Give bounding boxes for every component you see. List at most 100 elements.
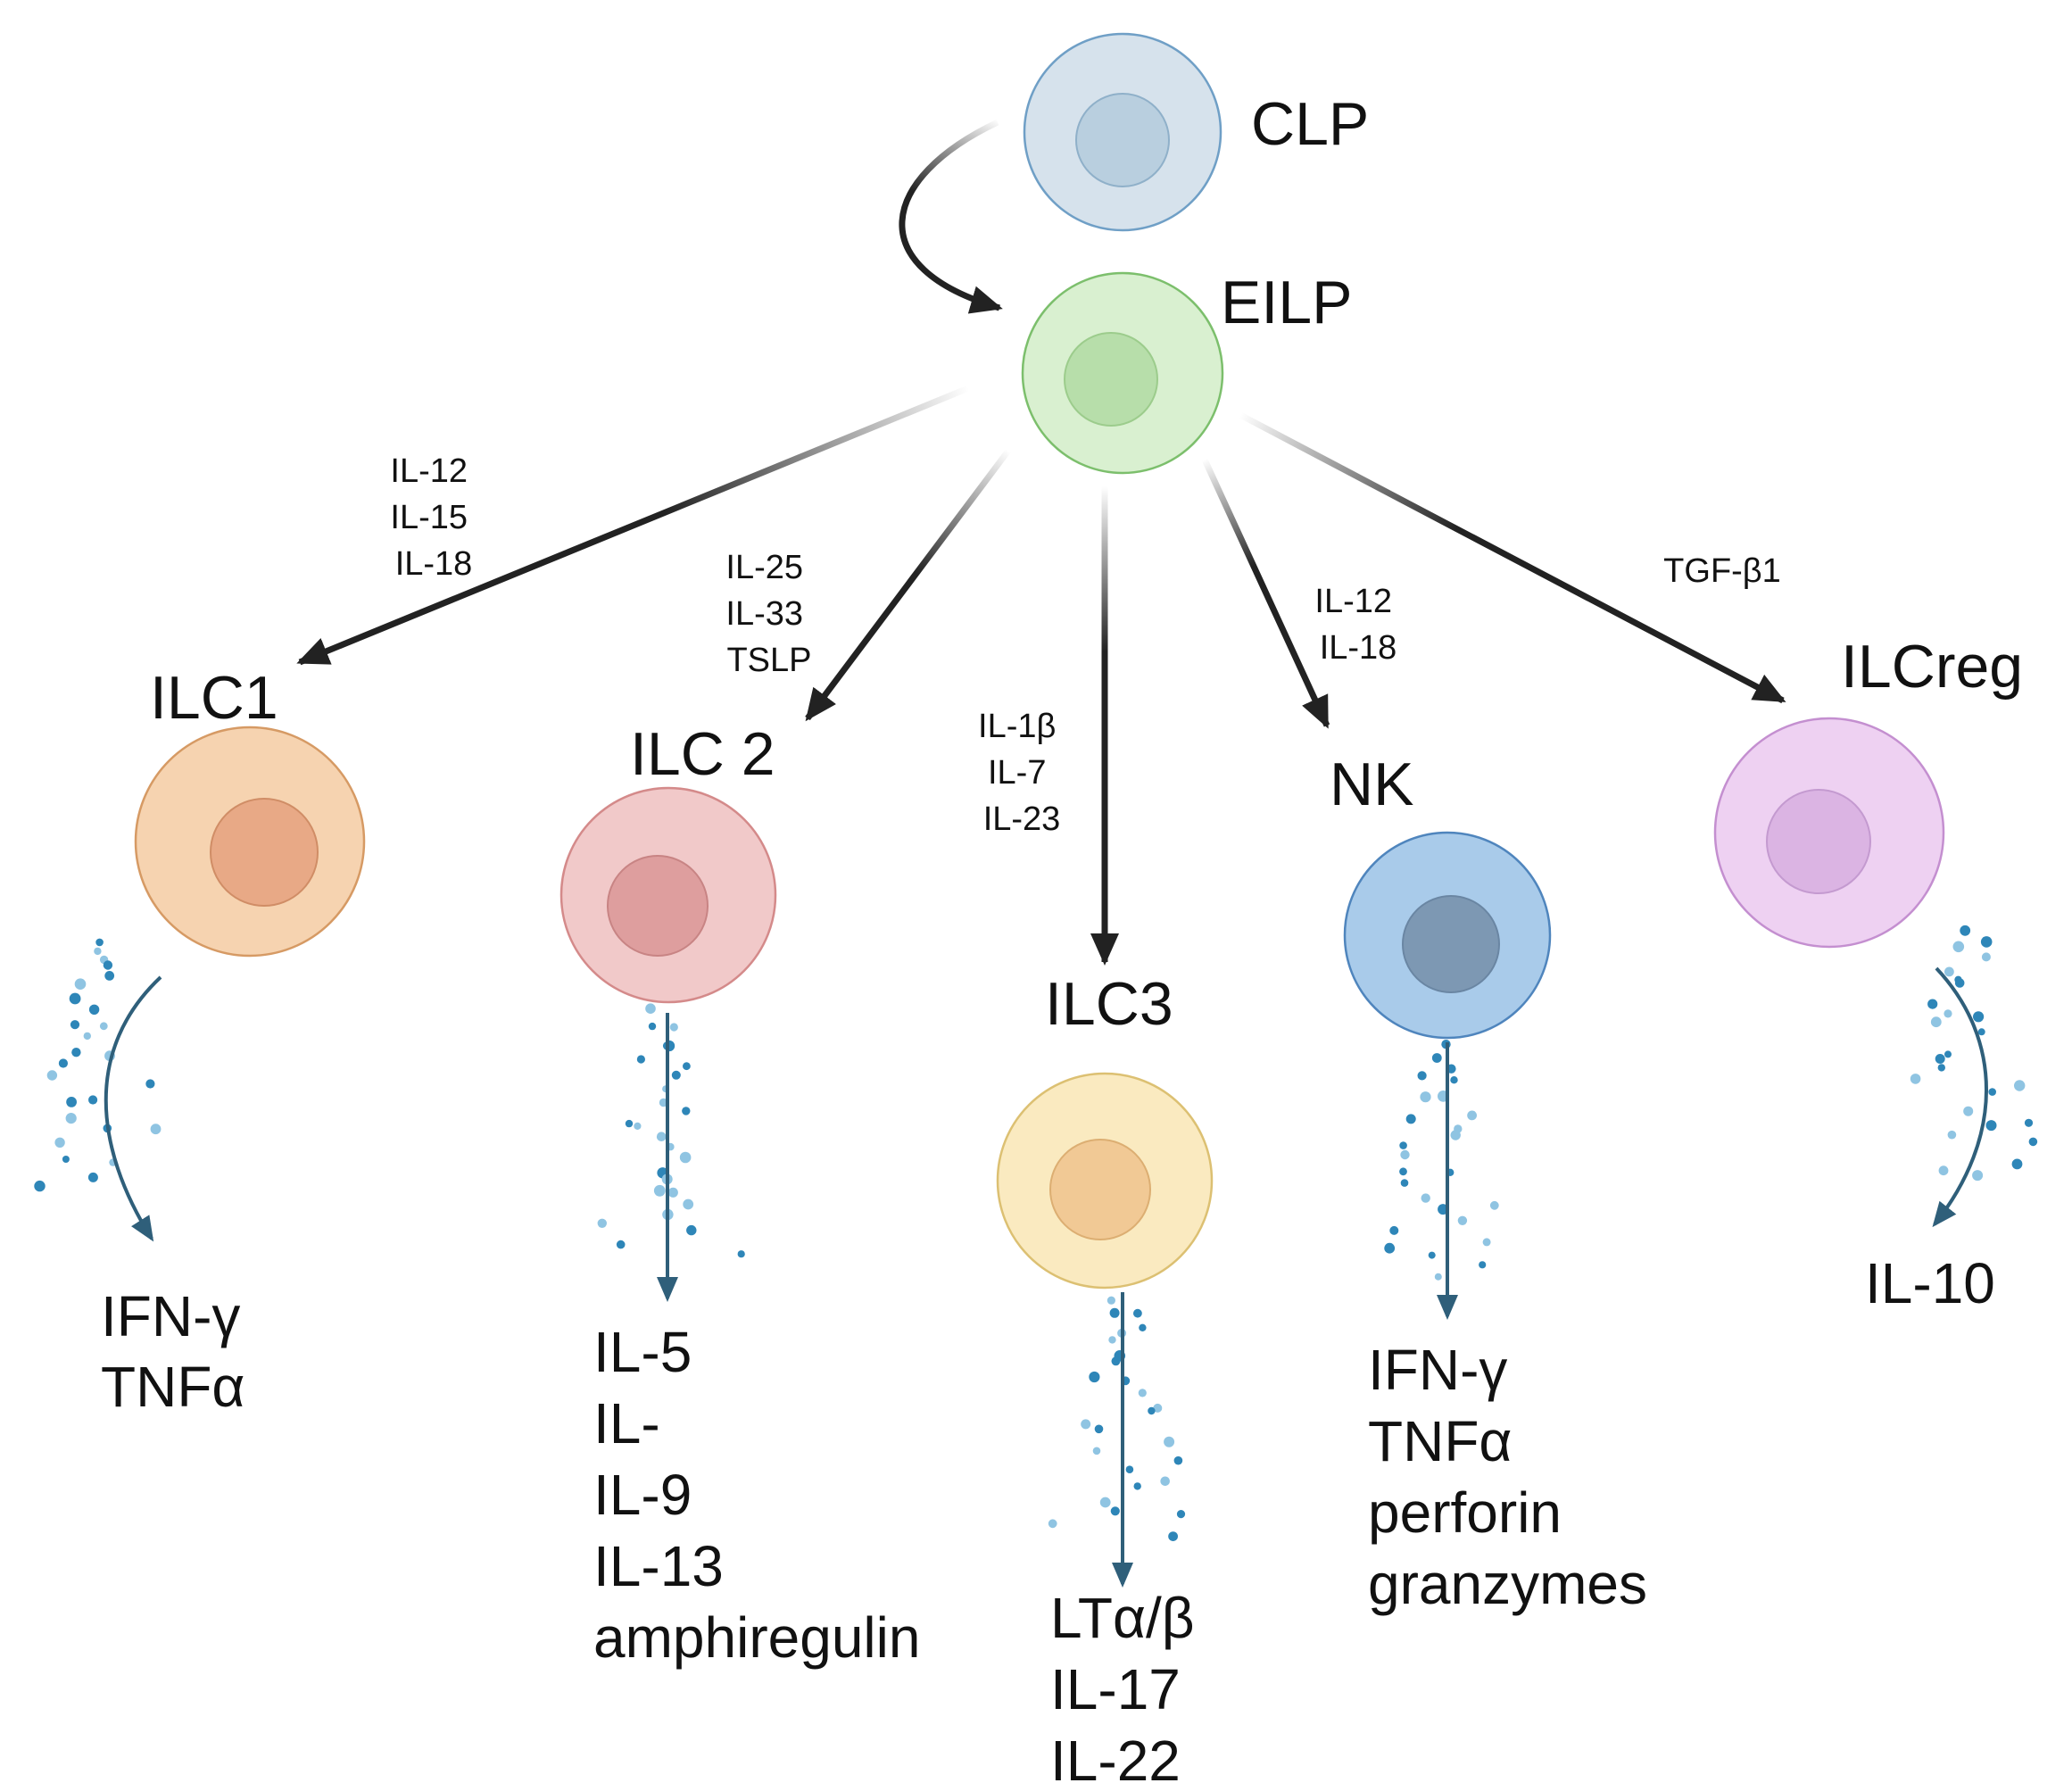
secretion-arrow-ilcreg [1932,966,1988,1228]
secretion-dot [1944,1009,1952,1018]
secretion-dot [1106,1296,1115,1305]
secretion-dot [683,1198,694,1210]
secretion-dot [34,1180,46,1192]
branch-ilc1: ILC1 IL-12 IL-15 IL-18 IFN-γ TNFα [34,452,477,1419]
secretion-dot [1168,1531,1178,1541]
secretion-dots-nk [1384,1040,1499,1281]
secretion-dots-ilc2 [597,1003,745,1258]
secretion-dot [1947,1130,1957,1140]
secretion-dot [1153,1403,1163,1413]
secretion-dot [74,978,87,990]
secretion-dot [1417,1071,1427,1081]
secretion-dot [83,1032,92,1041]
secretion-dot [2024,1118,2034,1127]
secretion-dot [1944,1050,1952,1058]
secretion-dot [1384,1242,1396,1254]
secretion-dot [653,1184,666,1197]
secretion-dot [1405,1114,1416,1124]
secretion-dot [103,960,113,970]
secretion-dot [648,1022,657,1031]
secretion-dot [1176,1510,1186,1519]
secretion-dot [1985,1120,1997,1132]
secretion-dot [679,1151,692,1164]
secretion-dot [1482,1238,1491,1247]
secretion-dot [667,1187,678,1198]
secretion-dot [682,1107,691,1115]
cytokine-list-nk: IL-12 IL-18 [1314,583,1401,667]
cytokine-list-ilc3: IL-1β IL-7 IL-23 [978,708,1065,838]
secretion-dot [1938,1165,1949,1176]
secretion-dot [1428,1251,1436,1259]
arrow-eilp-to-ilcreg [1239,411,1786,704]
secretion-dot [1399,1141,1407,1149]
secretion-dot [683,1062,691,1071]
secretion-dot [1111,1356,1121,1366]
cytokine-list-ilc1: IL-12 IL-15 IL-18 [390,452,477,583]
secretion-dot [88,1004,100,1016]
secretion-dot [671,1070,681,1080]
secretion-dot [1389,1225,1399,1235]
secretion-dot [95,938,104,947]
secretion-dot [625,1119,634,1128]
secretion-dot [1048,1519,1057,1529]
secretion-dot [1434,1273,1442,1281]
secretion-dot [1081,1419,1091,1430]
secretion-dot [1110,1506,1120,1516]
cell-label-eilp: EILP [1221,269,1352,336]
secretion-dot [1421,1193,1430,1203]
secretion-dot [65,1113,77,1124]
cell-label-ilc2: ILC 2 [630,720,775,788]
arrow-eilp-to-ilc1 [296,385,970,666]
secretion-dot [1981,952,1991,962]
cell-label-ilcreg: ILCreg [1841,633,2023,701]
product-list-ilc3: LTα/β IL-17 IL-22 [1050,1586,1210,1783]
secretion-dot [1400,1179,1409,1187]
product-list-nk: IFN-γ TNFα perforin granzymes [1368,1338,1647,1616]
cell-clp [1023,32,1222,232]
secretion-dot [71,1048,81,1057]
secretion-dot [645,1003,656,1014]
secretion-dot [104,971,115,981]
cell-nk [1343,831,1552,1040]
secretion-dot [669,1023,678,1032]
secretion-dot [1109,1307,1120,1318]
secretion-dot [88,1095,98,1105]
secretion-dot [1963,1106,1974,1116]
secretion-dot [2014,1080,2026,1091]
secretion-arrow-ilc1 [104,975,162,1242]
cell-ilc2 [559,786,777,1004]
secretion-dot [1094,1424,1104,1434]
cytokine-list-ilc2: IL-25 IL-33 TSLP [725,549,812,679]
secretion-dot [1089,1371,1100,1383]
secretion-dot [1420,1091,1431,1103]
secretion-dot [66,1097,77,1107]
secretion-dot [1400,1149,1410,1160]
secretion-dot [1173,1455,1183,1465]
secretion-dot [46,1070,58,1081]
secretion-dot [1099,1497,1111,1508]
secretion-dot [1450,1076,1458,1084]
product-list-ilcreg: IL-10 [1865,1251,1995,1315]
secretion-dot [1937,1064,1945,1072]
secretion-dot [1467,1110,1477,1121]
cell-ilc3 [996,1072,1214,1290]
secretion-dot [1160,1476,1170,1487]
secretion-dot [1139,1323,1147,1332]
secretion-dots-ilc3 [1048,1296,1186,1541]
secretion-dots-ilc1 [34,938,162,1192]
secretion-dot [62,1156,70,1163]
secretion-dot [94,947,102,956]
arrow-clp-to-eilp [899,119,1003,314]
secretion-dot [145,1079,155,1089]
product-list-ilc2: IL-5 IL- IL-9 IL-13 amphiregulin [593,1320,920,1670]
secretion-dot [1910,1074,1921,1084]
secretion-dot [58,1058,68,1068]
secretion-dot [1935,1054,1945,1064]
product-list-ilc1: IFN-γ TNFα [101,1284,256,1419]
branch-nk: NK IL-12 IL-18 IFN-γ TNFα perforin granz… [1314,583,1647,1616]
secretion-dot [1479,1261,1487,1269]
cell-label-clp: CLP [1251,90,1369,158]
cell-label-nk: NK [1330,751,1413,818]
secretion-dots-ilcreg [1910,925,2038,1182]
